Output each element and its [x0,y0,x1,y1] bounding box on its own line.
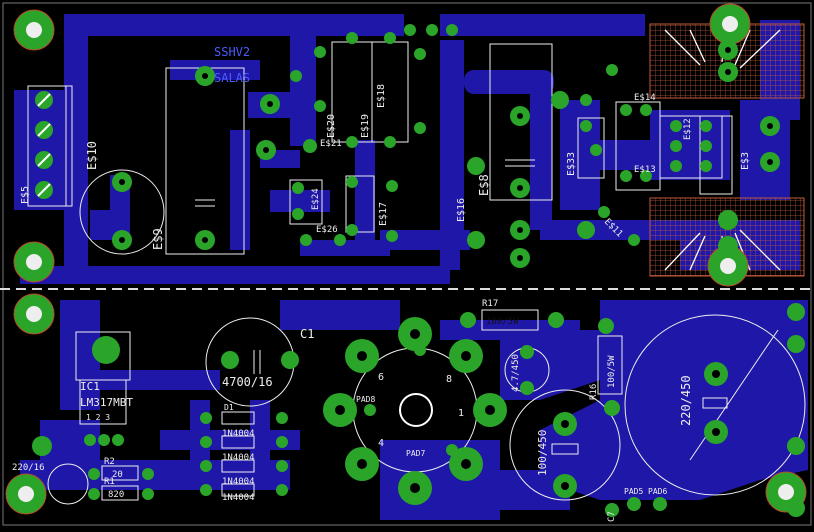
label-r1: R1 [104,477,115,487]
label-c1: C1 [300,327,314,341]
label-diode3: 1N4004 [222,477,255,487]
label-e3: E$3 [740,152,751,170]
label-r1-value: 820 [108,490,124,500]
label-r2-value: 20 [112,470,123,480]
label-diode2: 1N4004 [222,453,255,463]
label-salas: SALAS [214,71,250,85]
label-diode1: 1N4004 [222,429,255,439]
label-e13: E$13 [634,165,656,175]
label-e8: E$8 [477,174,491,196]
label-e19: E$19 [360,114,371,138]
label-ic1: IC1 [80,380,100,393]
pads [5,3,807,517]
label-e24: E$24 [311,188,321,210]
label-sshv2: SSHV2 [214,45,250,59]
label-e18: E$18 [376,84,387,108]
label-e21: E$21 [320,139,342,149]
label-pad6: PAD6 [648,487,667,496]
label-ic-pins: 1 2 3 [86,413,110,422]
label-r17: R17 [482,299,498,309]
label-pad7: PAD7 [406,449,425,458]
label-r16: R16 [589,384,599,400]
label-4-7-450: 4.7/450 [511,354,521,392]
label-e20: E$20 [326,114,337,138]
label-220-16: 220/16 [12,463,45,473]
label-e26: E$26 [316,225,338,235]
label-pin4: 4 [378,438,384,449]
label-c7: C7 [607,511,617,522]
label-r2: R2 [104,457,115,467]
label-220-450: 220/450 [679,375,693,426]
label-e10: E$10 [85,141,99,170]
label-pin1: 1 [458,408,464,419]
label-100-450: 100/450 [536,430,549,476]
label-pin8: 8 [446,374,452,385]
labels: E$5 E$10 E$9 SSHV2 SALAS E$20 E$19 E$18 … [12,45,751,522]
label-e16: E$16 [456,198,467,222]
label-pad8: PAD8 [356,395,375,404]
label-r16-value: 100/5W [607,355,617,388]
label-e17: E$17 [378,202,389,226]
label-lm317: LM317MBT [80,396,133,409]
label-e14: E$14 [634,93,656,103]
label-diode4: 1N4004 [222,493,255,503]
label-e33: E$33 [566,152,577,176]
label-e12: E$12 [683,118,693,140]
label-4700-16: 4700/16 [222,375,273,389]
label-e5: E$5 [20,186,31,204]
label-pin6: 6 [378,372,384,383]
label-r17-value: 100/5W [486,317,519,327]
label-d1: D1 [224,403,234,412]
label-pad5: PAD5 [624,487,643,496]
label-e9: E$9 [151,228,165,250]
